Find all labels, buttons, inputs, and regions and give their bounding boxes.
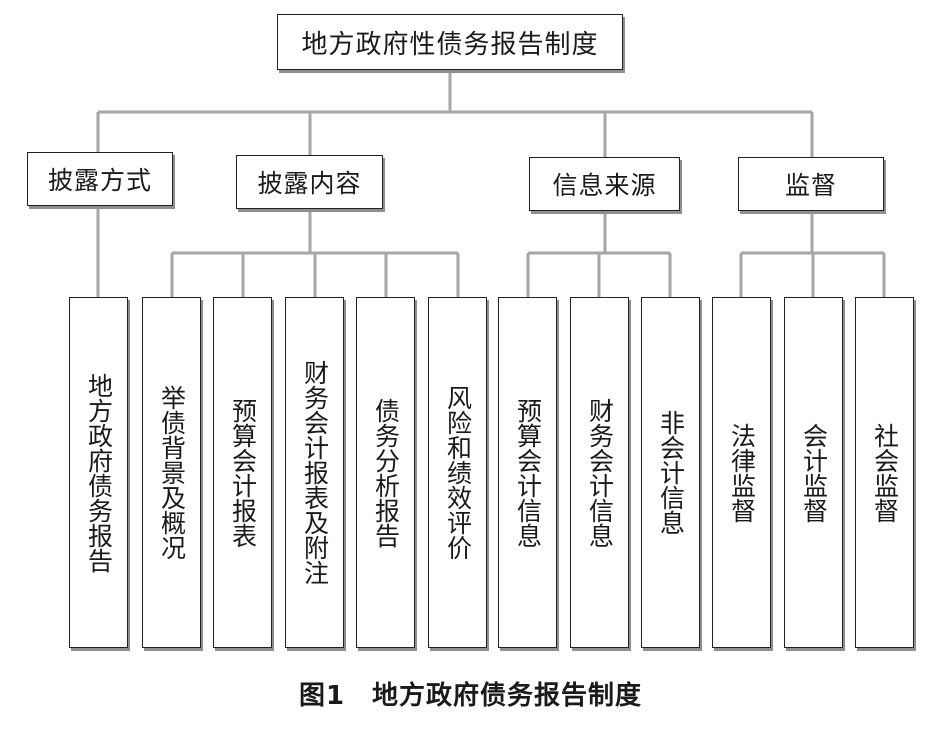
leaf-label: 举债背景及概况 [157,385,187,560]
figure-caption: 图1 地方政府债务报告制度 [298,681,643,711]
category-box-information-source: 信息来源 [529,157,680,211]
leaf-label: 风险和绩效评价 [443,385,473,560]
leaf-label: 预算会计报表 [228,397,258,548]
leaf-box: 法律监督 [712,297,771,648]
category-box-disclosure-method: 披露方式 [27,152,173,206]
leaf-label: 预算会计信息 [513,397,543,548]
category-label: 信息来源 [552,171,657,200]
leaf-label: 债务分析报告 [371,397,401,548]
leaf-box: 社会监督 [855,297,914,648]
leaf-box: 地方政府债务报告 [69,297,128,648]
leaf-box: 财务会计报表及附注 [285,297,344,648]
category-box-supervision: 监督 [738,157,884,211]
root-box: 地方政府性债务报告制度 [277,14,623,70]
root-label: 地方政府性债务报告制度 [301,29,599,60]
leaf-label: 财务会计信息 [585,397,615,548]
leaf-box: 预算会计信息 [498,297,557,648]
leaf-label: 会计监督 [799,422,829,523]
leaf-box: 会计监督 [784,297,843,648]
leaf-box: 风险和绩效评价 [428,297,487,648]
leaf-box: 非会计信息 [641,297,700,648]
category-label: 披露方式 [47,166,152,195]
leaf-label: 社会监督 [870,422,900,523]
leaf-box: 举债背景及概况 [142,297,201,648]
leaf-box: 预算会计报表 [213,297,272,648]
category-label: 披露内容 [257,169,362,198]
leaf-box: 债务分析报告 [356,297,415,648]
leaf-box: 财务会计信息 [570,297,629,648]
category-box-disclosure-content: 披露内容 [236,155,383,209]
leaf-label: 非会计信息 [656,410,686,535]
leaf-label: 法律监督 [727,422,757,523]
leaf-label: 地方政府债务报告 [84,372,114,573]
leaf-label: 财务会计报表及附注 [300,360,330,585]
category-label: 监督 [784,171,837,200]
